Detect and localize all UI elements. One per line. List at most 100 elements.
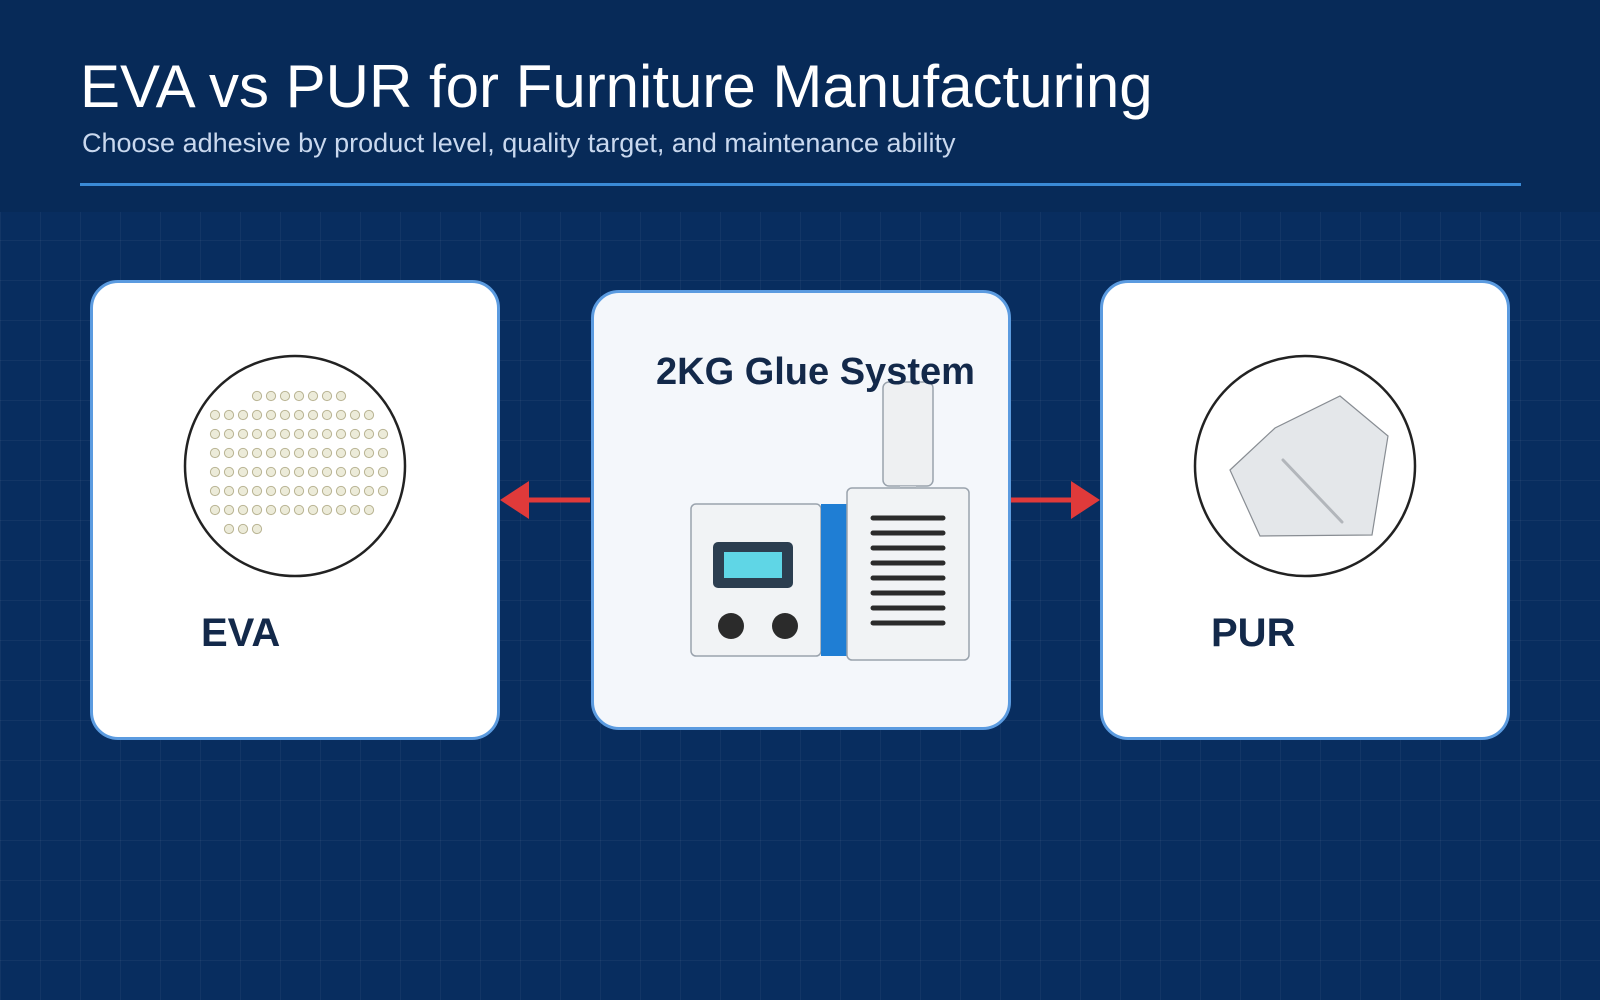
pellet-granule xyxy=(307,504,319,516)
pellet-granule xyxy=(265,466,277,478)
knob-left-icon xyxy=(718,613,744,639)
hopper-icon xyxy=(882,381,934,487)
pellet-granule xyxy=(321,390,333,402)
pellet-granule xyxy=(251,428,263,440)
pellet-granule xyxy=(209,428,221,440)
pellet-granule xyxy=(293,447,305,459)
page-title: EVA vs PUR for Furniture Manufacturing xyxy=(80,53,1153,120)
pellet-granule xyxy=(307,447,319,459)
pellet-granule xyxy=(209,409,221,421)
tank-body xyxy=(846,487,970,661)
pellet-granule xyxy=(279,504,291,516)
pellet-granule xyxy=(223,523,235,535)
pellet-granule xyxy=(251,485,263,497)
pellet-granule xyxy=(321,409,333,421)
pellet-granule xyxy=(209,466,221,478)
pellet-granule xyxy=(265,409,277,421)
pur-block-icon xyxy=(1193,354,1417,578)
pellet-granule xyxy=(251,409,263,421)
header-band: EVA vs PUR for Furniture Manufacturing C… xyxy=(0,0,1600,212)
pellet-granule xyxy=(237,523,249,535)
pellet-granule xyxy=(335,504,347,516)
header-divider xyxy=(80,183,1521,186)
pellet-granule xyxy=(321,428,333,440)
pellet-granule xyxy=(265,428,277,440)
pellet-granules-icon xyxy=(183,354,407,578)
pellet-granule xyxy=(237,504,249,516)
pellet-granule xyxy=(251,447,263,459)
pellet-granule xyxy=(335,390,347,402)
pellet-granule xyxy=(237,428,249,440)
pellet-granule xyxy=(223,409,235,421)
pellet-granule xyxy=(223,447,235,459)
pellet-granule xyxy=(237,466,249,478)
pellet-granule xyxy=(293,428,305,440)
pellet-granule xyxy=(237,409,249,421)
pellet-granule xyxy=(251,466,263,478)
arrow-to-pur-icon xyxy=(1011,481,1100,519)
pellet-granule xyxy=(237,447,249,459)
pellet-granule xyxy=(335,466,347,478)
pellet-granule xyxy=(377,447,389,459)
pellet-granule xyxy=(307,466,319,478)
pellet-granule xyxy=(279,466,291,478)
pellet-granule xyxy=(223,504,235,516)
pellet-granule xyxy=(223,485,235,497)
pellet-granule xyxy=(279,428,291,440)
pellet-granule xyxy=(349,409,361,421)
pellet-granule xyxy=(377,428,389,440)
pellet-granule xyxy=(307,409,319,421)
eva-label: EVA xyxy=(201,611,281,655)
pellet-granule xyxy=(335,428,347,440)
pellet-granule xyxy=(307,485,319,497)
pellet-granule xyxy=(293,390,305,402)
pellet-granule xyxy=(251,390,263,402)
pellet-granule xyxy=(321,447,333,459)
glue-machine-icon xyxy=(690,381,970,661)
pellet-granule xyxy=(335,409,347,421)
display-glow xyxy=(724,552,782,578)
pellet-granule xyxy=(293,466,305,478)
pellet-granule xyxy=(293,504,305,516)
pellet-granule xyxy=(279,409,291,421)
pellet-granule xyxy=(349,447,361,459)
pellet-granule xyxy=(363,504,375,516)
pellet-granule xyxy=(279,390,291,402)
pellet-granule xyxy=(349,504,361,516)
pellet-granule xyxy=(349,485,361,497)
pellet-granule xyxy=(363,428,375,440)
pellet-granule xyxy=(335,485,347,497)
glue-system-card: 2KG Glue System xyxy=(591,290,1011,730)
pellet-granule xyxy=(363,409,375,421)
pellet-granule xyxy=(237,485,249,497)
pellet-granule xyxy=(377,466,389,478)
knob-right-icon xyxy=(772,613,798,639)
pellet-granule xyxy=(363,485,375,497)
pellet-granule xyxy=(293,485,305,497)
pellet-granule xyxy=(265,504,277,516)
pellet-granule xyxy=(265,447,277,459)
pellet-granule xyxy=(307,390,319,402)
pellet-granule xyxy=(223,428,235,440)
pellet-granule xyxy=(363,466,375,478)
pellet-granule xyxy=(251,504,263,516)
pellet-granule xyxy=(209,447,221,459)
pellet-granule xyxy=(307,428,319,440)
page-subtitle: Choose adhesive by product level, qualit… xyxy=(82,128,956,158)
pellet-granule xyxy=(279,485,291,497)
vent-grille xyxy=(870,515,946,626)
pellet-granule xyxy=(321,485,333,497)
pellet-granule xyxy=(209,504,221,516)
pellet-granule xyxy=(363,447,375,459)
glue-system-title: 2KG Glue System xyxy=(656,351,975,393)
arrow-to-eva-icon xyxy=(500,481,590,519)
pellet-granule xyxy=(279,447,291,459)
pur-block-seam xyxy=(1281,458,1344,524)
pellet-granule xyxy=(349,466,361,478)
pellet-granule xyxy=(377,485,389,497)
pellet-granule xyxy=(223,466,235,478)
pellet-granule xyxy=(265,390,277,402)
pellet-granule xyxy=(321,466,333,478)
pellet-granule xyxy=(349,428,361,440)
